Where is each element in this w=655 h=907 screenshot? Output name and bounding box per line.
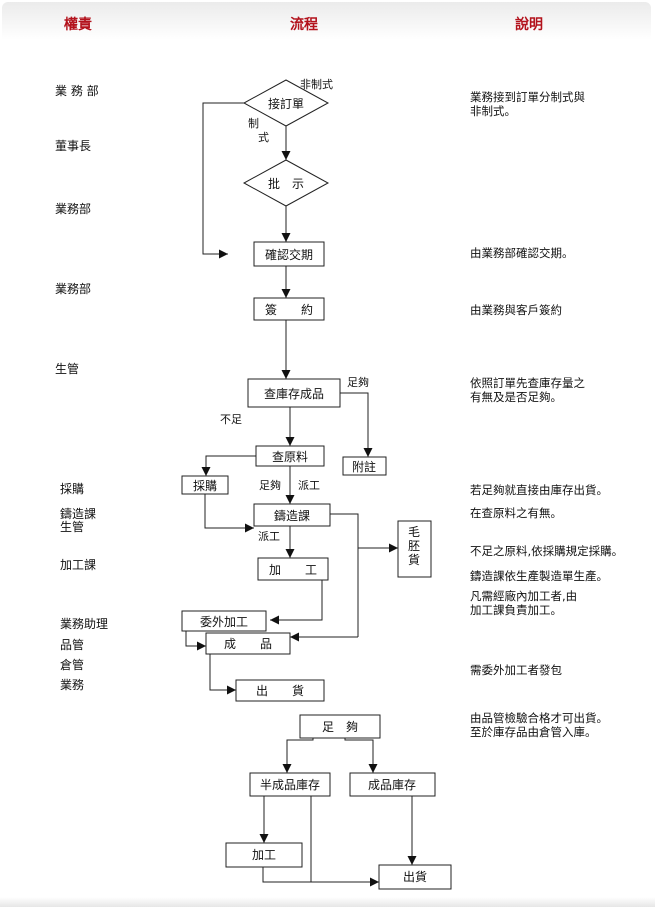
outsource-box: [181, 610, 267, 632]
casting-label: 鑄造課: [274, 508, 310, 523]
desc-purchase: 不足之原料,依採購規定採購。: [470, 544, 624, 558]
bottom-shadow: [0, 897, 655, 907]
note-box: [342, 456, 387, 476]
not-enough-label: 不足: [220, 413, 242, 426]
blank-goods-label: 毛胚貨: [408, 525, 420, 567]
casting-box: [253, 503, 331, 527]
receive-order-label: 接訂單: [268, 96, 304, 111]
role-sales-2: 業務部: [55, 202, 92, 216]
role-sales-assistant: 業務助理: [60, 617, 109, 631]
enough-bottom-label: 足 夠: [322, 720, 358, 734]
role-sales-4: 業務: [60, 678, 85, 692]
desc-stock: 依照訂單先查庫存量之 有無及是否足夠。: [470, 376, 585, 404]
check-material-label: 查原料: [272, 450, 308, 464]
desc-material: 在查原料之有無。: [470, 506, 562, 520]
ship2-label: 出貨: [403, 869, 427, 884]
semi-stock-box: [249, 772, 331, 797]
desc-order: 業務接到訂單分制式與 非制式。: [470, 90, 585, 118]
purchase-label: 採購: [193, 479, 217, 493]
dispatch-label: 派工: [298, 479, 320, 492]
ship2-box: [378, 864, 452, 890]
role-sales-3: 業務部: [55, 282, 92, 296]
finished-box: [205, 632, 291, 655]
desc-outsource: 需委外加工者發包: [470, 663, 562, 677]
role-purchasing: 採購: [60, 482, 85, 496]
desc-delivery: 由業務部確認交期。: [470, 246, 574, 260]
role-chairman: 董事長: [55, 139, 92, 153]
desc-enough: 若足夠就直接由庫存出貨。: [470, 483, 608, 497]
role-production-2: 生管: [60, 520, 85, 534]
enough-box: [299, 714, 381, 739]
desc-casting: 鑄造課依生產製造單生產。: [470, 569, 608, 583]
confirm-delivery-box: [253, 241, 325, 267]
line-non-standard: [202, 102, 244, 255]
ship-box: [235, 679, 325, 702]
finished-stock-box: [349, 772, 436, 797]
role-warehouse: 倉管: [60, 658, 85, 672]
role-production-1: 生管: [55, 362, 80, 376]
ship-label: 出 貨: [256, 683, 304, 698]
outsource-label: 委外加工: [200, 615, 248, 629]
blank-goods-box: [397, 520, 432, 578]
check-stock-box: [247, 378, 341, 408]
approve-label: 批 示: [268, 176, 304, 191]
processing-label: 加 工: [269, 563, 317, 577]
process2-label: 加工: [252, 848, 276, 862]
process2-box: [225, 842, 303, 868]
header-process: 流程: [290, 17, 318, 33]
processing-box: [257, 557, 329, 581]
sign-box: [253, 297, 325, 321]
sign-label: 簽 約: [265, 302, 313, 317]
header-bar: [2, 2, 651, 40]
dispatch2-label: 派工: [258, 530, 280, 543]
desc-process: 凡需經廠內加工者,由 加工課負責加工。: [470, 589, 578, 617]
header-authority: 權責: [64, 17, 92, 33]
standard-label: 制式: [248, 117, 269, 144]
note-label: 附註: [352, 460, 376, 474]
finished-stock-label: 成品庫存: [368, 778, 416, 792]
header-description: 說明: [515, 17, 543, 33]
finished-label: 成 品: [224, 637, 272, 651]
non-standard-label: 非制式: [300, 78, 333, 91]
role-casting: 鑄造課: [60, 507, 97, 521]
enough2-label: 足夠: [259, 479, 281, 492]
confirm-delivery-label: 確認交期: [265, 247, 313, 262]
role-sales-1: 業 務 部: [55, 84, 99, 98]
semi-stock-label: 半成品庫存: [260, 778, 320, 792]
svg-text:毛胚貨: 毛胚貨: [408, 525, 420, 567]
desc-quality: 由品管檢驗合格才可出貨。 至於庫存品由倉管入庫。: [470, 711, 608, 739]
role-processing: 加工課: [60, 558, 97, 572]
desc-sign: 由業務與客戶簽約: [470, 303, 562, 317]
check-stock-label: 查庫存成品: [264, 387, 324, 401]
enough-label: 足夠: [347, 376, 369, 389]
role-quality: 品管: [60, 638, 85, 652]
